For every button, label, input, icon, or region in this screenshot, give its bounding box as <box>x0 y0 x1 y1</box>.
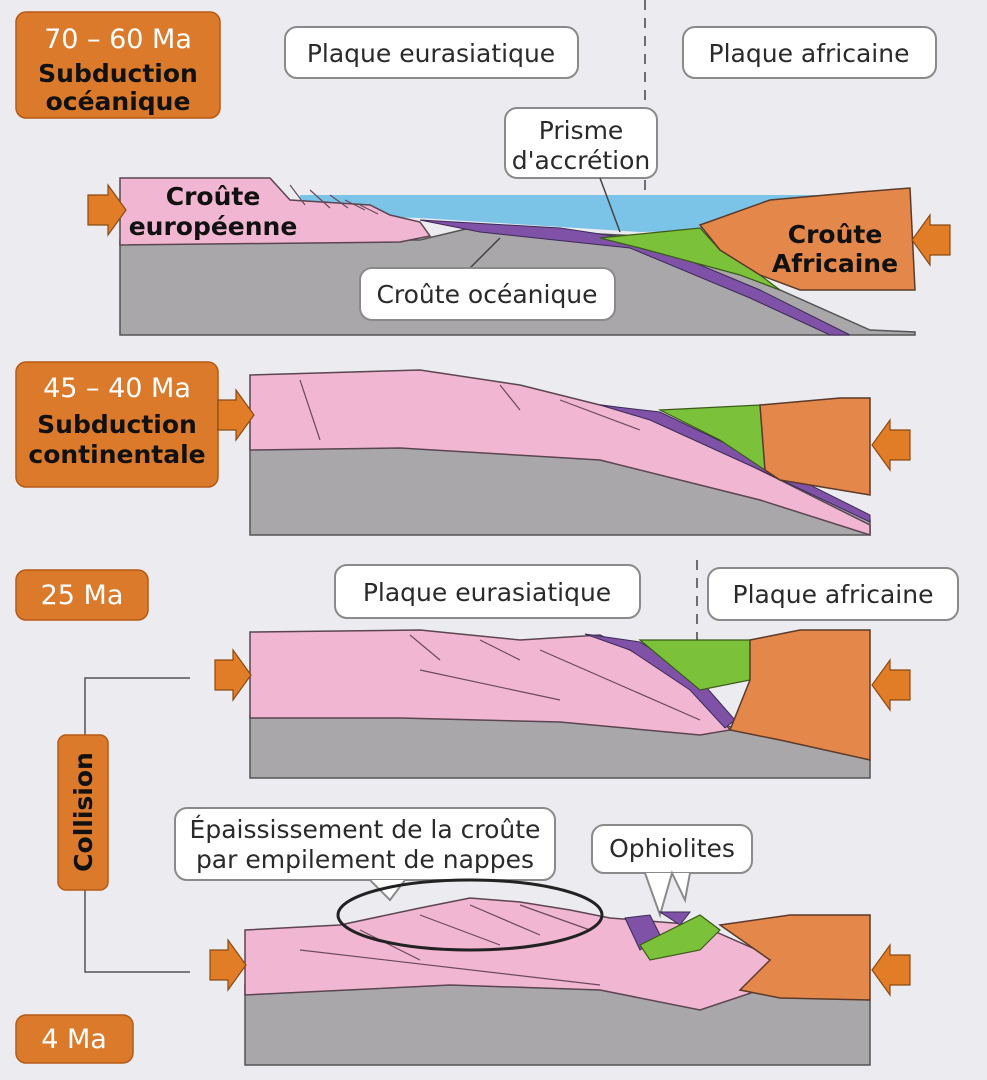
svg-text:continentale: continentale <box>28 440 205 469</box>
stage-1-label: 70 – 60 Ma Subduction océanique <box>15 11 221 119</box>
african-crust <box>698 187 916 291</box>
svg-text:Subduction: Subduction <box>37 410 197 439</box>
plate-label-african-2: Plaque africaine <box>707 567 959 621</box>
african-crust-line2: Africaine <box>772 249 898 278</box>
european-crust <box>119 177 432 246</box>
ophiolites-callout: Ophiolites <box>591 824 753 919</box>
svg-text:Ophiolites: Ophiolites <box>609 834 735 863</box>
svg-text:d'accrétion: d'accrétion <box>512 146 651 175</box>
oceanic-crust-callout: Croûte océanique <box>359 237 616 321</box>
plate-label-eurasian-2: Plaque eurasiatique <box>334 564 641 619</box>
push-arrow-left-3 <box>214 648 252 702</box>
euro-crust-line1: Croûte <box>166 182 261 211</box>
svg-text:Plaque eurasiatique: Plaque eurasiatique <box>363 578 611 607</box>
svg-text:25 Ma: 25 Ma <box>41 580 124 611</box>
thickening-callout: Épaississement de la croûte par empileme… <box>174 807 556 902</box>
accretion-prism <box>599 227 781 291</box>
svg-text:Plaque eurasiatique: Plaque eurasiatique <box>307 39 555 68</box>
svg-text:Croûte océanique: Croûte océanique <box>376 280 597 309</box>
euro-crust-line2: européenne <box>129 212 298 241</box>
push-arrow-right-1 <box>911 213 951 267</box>
push-arrow-right-3 <box>871 658 911 712</box>
profile-stage-2 <box>249 369 871 537</box>
svg-text:par empilement de nappes: par empilement de nappes <box>196 845 534 874</box>
stage-4-label: 4 Ma <box>15 1014 134 1064</box>
stage-2-label: 45 – 40 Ma Subduction continentale <box>15 361 219 488</box>
svg-text:Plaque africaine: Plaque africaine <box>709 39 910 68</box>
stage-1-title-line2: océanique <box>46 87 191 116</box>
oceanic-crust <box>599 404 871 523</box>
push-arrow-left-2 <box>217 388 255 442</box>
plate-label-african-1: Plaque africaine <box>682 26 937 79</box>
thickening-ellipse <box>336 878 604 952</box>
stage-1-age: 70 – 60 Ma <box>44 24 192 55</box>
profile-stage-3 <box>249 629 871 779</box>
push-arrow-left-4 <box>209 938 247 992</box>
african-crust <box>718 914 871 1001</box>
push-arrow-right-4 <box>871 943 911 997</box>
african-crust <box>759 397 871 496</box>
african-crust <box>728 629 871 761</box>
svg-text:Prisme: Prisme <box>539 116 624 145</box>
profile-stage-4 <box>244 897 871 1066</box>
svg-text:4 Ma: 4 Ma <box>41 1024 107 1055</box>
stage-3-label: 25 Ma <box>15 569 149 621</box>
european-crust <box>249 369 871 537</box>
svg-text:Épaississement de la croûte: Épaississement de la croûte <box>190 815 541 844</box>
svg-text:Collision: Collision <box>69 752 98 872</box>
accretion-prism <box>639 914 721 961</box>
push-arrow-left-1 <box>87 183 127 237</box>
svg-text:Plaque africaine: Plaque africaine <box>733 580 934 609</box>
svg-text:45 – 40 Ma: 45 – 40 Ma <box>43 373 191 404</box>
african-crust-line1: Croûte <box>788 220 883 249</box>
plate-label-eurasian-1: Plaque eurasiatique <box>284 26 579 79</box>
profile-stage-1 <box>119 177 916 336</box>
prism-callout: Prisme d'accrétion <box>504 107 658 233</box>
stage-1-title-line1: Subduction <box>38 59 198 88</box>
collision-label: Collision <box>57 734 109 891</box>
push-arrow-right-2 <box>871 418 911 472</box>
